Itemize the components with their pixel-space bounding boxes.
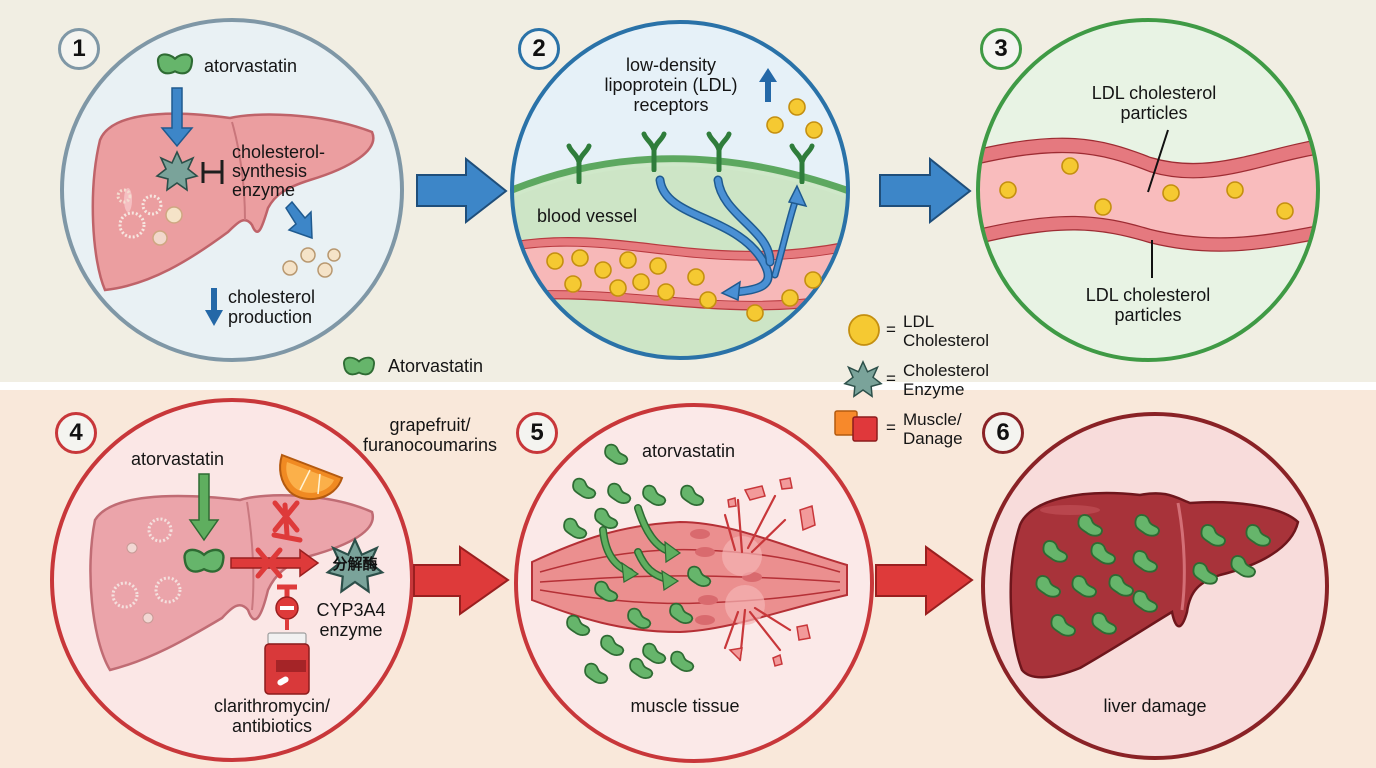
legend-ldl-text: LDL Cholesterol [903,312,989,350]
step-badge-6: 6 [982,412,1024,454]
panel-3-top-label: LDL cholesterol particles [1091,83,1217,123]
panel-5-drug-label: atorvastatin [642,441,736,461]
step-badge-4: 4 [55,412,97,454]
panel-1-statin-mechanism [60,18,404,362]
arrow-to-cholesterol [285,200,313,240]
panel-2-receptors-label: low-density lipoprotein (LDL) receptors [604,55,738,115]
panel-4-enzyme-label: CYP3A4 enzyme [316,600,386,640]
panel-4-drug-label: atorvastatin [131,449,225,469]
muscle-damage-legend-icon [834,410,878,442]
panel-5-muscle-damage [514,403,874,763]
panel-4-antibiotic-label: clarithromycin/ antibiotics [213,696,331,736]
panel-5-tissue-label: muscle tissue [630,696,740,716]
step-badge-2: 2 [518,28,560,70]
legend-symbols [834,314,882,442]
panel-2-ldl-receptors [510,20,850,360]
panel-1-enzyme-label: cholesterol- synthesis enzyme [232,142,326,200]
step-badge-3: 3 [980,28,1022,70]
down-arrow-icon [205,288,223,326]
grapefruit-inhibition-icon [271,500,303,543]
panel-2-vessel-label: blood vessel [537,206,638,226]
fat-deposits [111,517,182,624]
arrow-down-to-drug [188,473,220,542]
damage-burst [723,494,792,662]
panel-1-result-label: cholesterol production [228,287,316,327]
arrow-down-to-enzyme [160,87,194,148]
arrow-4-to-5 [413,545,510,616]
atorvastatin-key-label: Atorvastatin [388,356,484,376]
panel-3-circle [976,18,1320,362]
cholesterol-enzyme-legend-icon [844,361,882,398]
panel-4-drug-interaction [50,398,414,762]
panel-4-enzyme-cjk-label: 分解酶 [332,556,378,573]
antibiotic-inhibition-icon [275,584,299,630]
panel-3-bottom-label: LDL cholesterol particles [1085,285,1211,325]
arrow-2-to-3 [879,156,972,225]
blocked-metabolism-arrow [230,547,320,579]
grapefruit-icon [279,453,344,501]
damaged-liver-illustration [1009,491,1300,679]
legend-muscle-text: Muscle/ Danage [903,410,963,448]
liver-illustration [91,112,375,292]
fat-deposits [116,188,183,246]
inhibition-bar-icon [201,160,224,184]
receptor-recycling-arrows [655,175,808,302]
atorvastatin-key-icon [342,356,376,376]
muscle-fragments [727,477,816,667]
panel-6-damage-label: liver damage [1103,696,1207,716]
panel-2-circle [510,20,850,360]
drug-entry-arrows [599,504,682,592]
step-badge-5: 5 [516,412,558,454]
arrow-5-to-6 [875,545,974,616]
ldl-cholesterol-legend-icon [848,314,880,346]
panel-3-ldl-lowered [976,18,1320,362]
legend-enzyme-text: Cholesterol Enzyme [903,361,989,399]
panel-4-grapefruit-label: grapefruit/ furanocoumarins [362,415,498,455]
panel-6-liver-damage [981,412,1329,760]
arrow-1-to-2 [416,156,508,225]
panel-1-drug-label: atorvastatin [204,56,298,76]
antibiotic-bottle-icon [264,632,310,695]
up-arrow-icon [759,68,777,102]
cholesterol-clumps [282,247,341,278]
step-badge-1: 1 [58,28,100,70]
pointer-lines [1147,129,1169,278]
row-divider [0,382,1376,390]
